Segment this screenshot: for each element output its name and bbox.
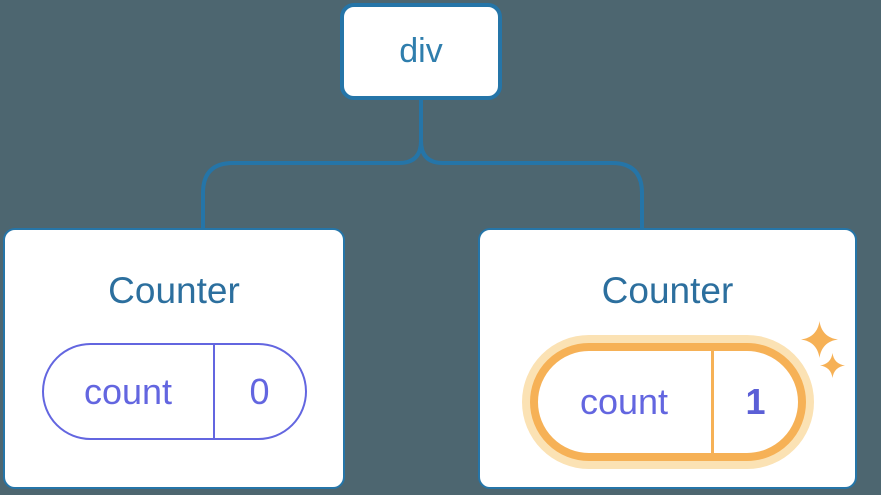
state-pill: count 0 (41, 343, 307, 440)
state-pill-highlighted: count 1 (529, 343, 806, 461)
state-value: 1 (710, 351, 798, 453)
counter-title: Counter (108, 270, 240, 311)
state-name-label: count (83, 370, 173, 412)
root-node-label: div (399, 32, 443, 70)
counter-title: Counter (601, 270, 734, 311)
state-value: 0 (212, 345, 305, 438)
root-node-div: div (340, 3, 502, 100)
counter-node-2: Counter count 1 (478, 228, 857, 489)
counter-node-1: Counter count 0 (3, 228, 345, 489)
state-name-label: count (579, 381, 669, 422)
